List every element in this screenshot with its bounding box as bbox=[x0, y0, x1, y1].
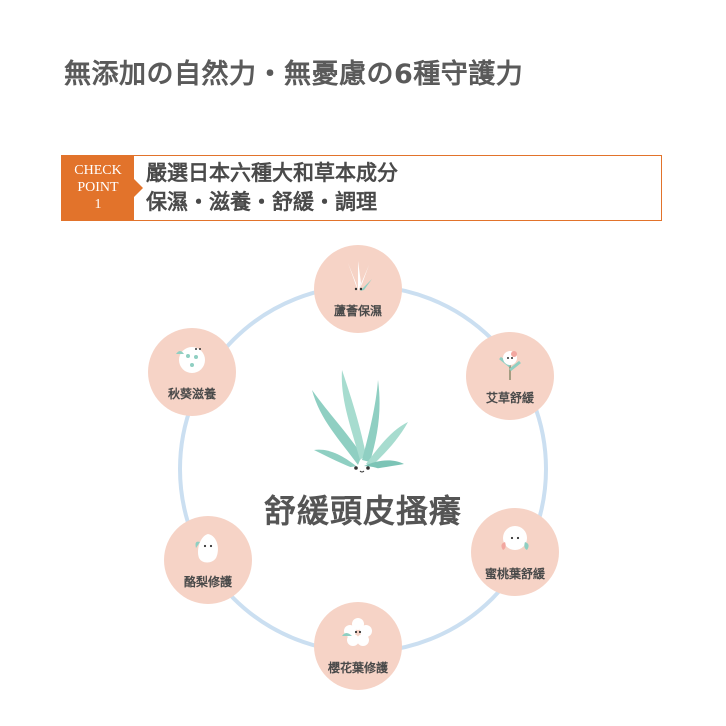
badge-line-check: CHECK bbox=[74, 163, 122, 178]
ingredient-node-aloe: 蘆薈保濕 bbox=[314, 245, 402, 333]
check-point-text: 嚴選日本六種大和草本成分 保濕・滋養・舒緩・調理 bbox=[146, 159, 398, 217]
ingredient-node-sakura: 櫻花葉修護 bbox=[314, 602, 402, 690]
check-point-heading: 嚴選日本六種大和草本成分 bbox=[146, 161, 398, 185]
ingredient-label-mugwort: 艾草舒緩 bbox=[485, 391, 534, 405]
ingredient-node-avocado: 酪梨修護 bbox=[164, 516, 252, 604]
ingredient-label-aloe: 蘆薈保濕 bbox=[333, 304, 382, 318]
avocado-icon bbox=[195, 534, 218, 563]
check-point-subheading: 保濕・滋養・舒緩・調理 bbox=[146, 190, 377, 214]
badge-line-number: 1 bbox=[94, 197, 102, 212]
ingredient-node-peach: 蜜桃葉舒緩 bbox=[471, 508, 559, 596]
ingredient-label-sakura: 櫻花葉修護 bbox=[327, 661, 388, 675]
check-point-box: CHECK POINT 1 嚴選日本六種大和草本成分 保濕・滋養・舒緩・調理 bbox=[61, 155, 662, 221]
center-title: 舒緩頭皮搔癢 bbox=[263, 492, 462, 530]
ingredient-label-avocado: 酪梨修護 bbox=[183, 575, 232, 589]
ingredient-node-mugwort: 艾草舒緩 bbox=[466, 332, 554, 420]
aloe-plant-icon bbox=[312, 370, 408, 478]
ingredient-label-okra: 秋葵滋養 bbox=[167, 387, 216, 401]
badge-line-point: POINT bbox=[77, 180, 119, 195]
ingredient-node-okra: 秋葵滋養 bbox=[148, 328, 236, 416]
aloe-icon bbox=[348, 261, 372, 291]
ingredient-diagram: 舒緩頭皮搔癢 蘆薈保濕 艾草舒緩 蜜桃葉舒緩 bbox=[0, 230, 726, 726]
peach-icon bbox=[501, 526, 529, 550]
check-point-badge: CHECK POINT 1 bbox=[62, 156, 143, 220]
mugwort-icon bbox=[499, 351, 521, 380]
page-title: 無添加の自然力・無憂慮の6種守護力 bbox=[64, 59, 524, 90]
okra-icon bbox=[176, 347, 205, 373]
ingredient-label-peach: 蜜桃葉舒緩 bbox=[484, 567, 545, 581]
sakura-icon bbox=[342, 618, 372, 646]
